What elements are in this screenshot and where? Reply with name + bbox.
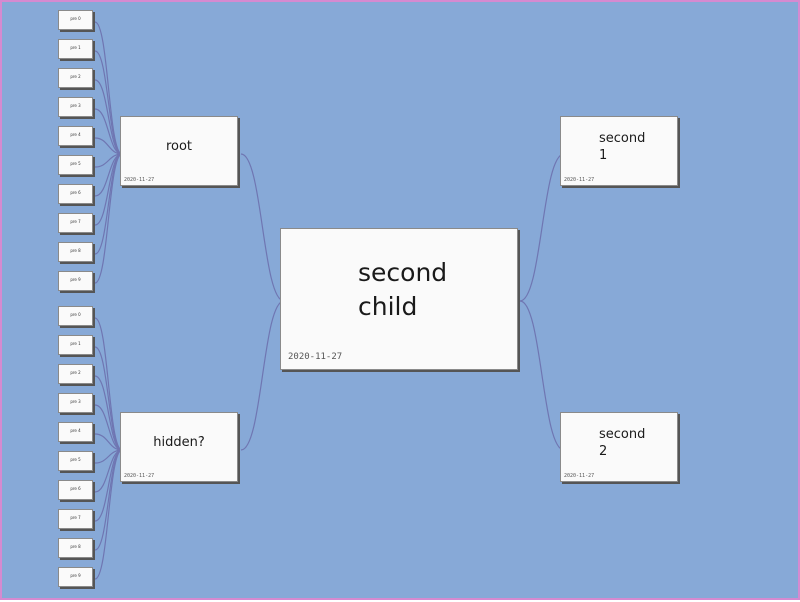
pre-node[interactable]: pre 5 [58, 451, 93, 471]
node-label: second child [358, 258, 448, 321]
pre-node[interactable]: pre 0 [58, 10, 93, 30]
edge-pre-to-parent [94, 449, 123, 580]
edge-pre-to-parent [94, 404, 123, 451]
pre-node-label: pre 3 [70, 103, 81, 108]
edge-pre-to-parent [94, 346, 123, 451]
node-label: root [165, 139, 193, 154]
edge-pre-to-parent [94, 50, 123, 155]
pre-node-label: pre 5 [70, 457, 81, 462]
edge-pre-to-parent [94, 317, 123, 451]
edge-pre-to-parent [94, 153, 123, 168]
pre-node-label: pre 0 [70, 16, 81, 21]
pre-node[interactable]: pre 5 [58, 155, 93, 175]
pre-node[interactable]: pre 4 [58, 422, 93, 442]
pre-node[interactable]: pre 2 [58, 68, 93, 88]
edge-center-to-second2 [519, 300, 565, 451]
pre-node-label: pre 1 [70, 45, 81, 50]
pre-node-label: pre 5 [70, 161, 81, 166]
edge-pre-to-parent [94, 153, 123, 284]
pre-node-label: pre 7 [70, 515, 81, 520]
pre-node[interactable]: pre 8 [58, 538, 93, 558]
pre-node[interactable]: pre 3 [58, 393, 93, 413]
edge-pre-to-parent [94, 449, 123, 522]
pre-node-label: pre 4 [70, 428, 81, 433]
pre-node-label: pre 4 [70, 132, 81, 137]
node-second-2[interactable]: second 2 2020-11-27 [560, 412, 678, 482]
node-date: 2020-11-27 [288, 352, 343, 362]
pre-node-label: pre 6 [70, 190, 81, 195]
node-label: second 2 [599, 427, 646, 459]
node-root[interactable]: root 2020-11-27 [120, 116, 238, 186]
pre-node-label: pre 8 [70, 544, 81, 549]
pre-node[interactable]: pre 0 [58, 306, 93, 326]
pre-node-label: pre 7 [70, 219, 81, 224]
edge-pre-to-parent [94, 449, 123, 464]
edge-pre-to-parent [94, 137, 123, 155]
edge-hidden-to-center [240, 300, 285, 451]
edge-pre-to-parent [94, 449, 123, 493]
edge-pre-to-parent [94, 108, 123, 155]
pre-node[interactable]: pre 3 [58, 97, 93, 117]
pre-node[interactable]: pre 9 [58, 567, 93, 587]
node-date: 2020-11-27 [564, 177, 595, 183]
node-label: hidden? [153, 435, 205, 450]
pre-node[interactable]: pre 6 [58, 480, 93, 500]
pre-node-label: pre 8 [70, 248, 81, 253]
pre-node-label: pre 2 [70, 370, 81, 375]
pre-node-label: pre 9 [70, 277, 81, 282]
edge-center-to-second1 [519, 153, 565, 302]
pre-node-label: pre 1 [70, 341, 81, 346]
pre-node[interactable]: pre 1 [58, 39, 93, 59]
pre-node-label: pre 6 [70, 486, 81, 491]
edge-pre-to-parent [94, 153, 123, 255]
edge-pre-to-parent [94, 153, 123, 197]
node-date: 2020-11-27 [124, 177, 155, 183]
pre-node[interactable]: pre 1 [58, 335, 93, 355]
pre-node[interactable]: pre 2 [58, 364, 93, 384]
pre-node-label: pre 0 [70, 312, 81, 317]
edge-pre-to-parent [94, 433, 123, 451]
pre-node[interactable]: pre 4 [58, 126, 93, 146]
pre-node[interactable]: pre 8 [58, 242, 93, 262]
edge-pre-to-parent [94, 153, 123, 226]
node-second-child[interactable]: second child 2020-11-27 [280, 228, 518, 370]
node-hidden[interactable]: hidden? 2020-11-27 [120, 412, 238, 482]
pre-node[interactable]: pre 7 [58, 213, 93, 233]
edge-pre-to-parent [94, 79, 123, 155]
edge-pre-to-parent [94, 21, 123, 155]
node-second-1[interactable]: second 1 2020-11-27 [560, 116, 678, 186]
pre-node-label: pre 3 [70, 399, 81, 404]
edge-pre-to-parent [94, 449, 123, 551]
pre-node[interactable]: pre 6 [58, 184, 93, 204]
edge-pre-to-parent [94, 375, 123, 451]
pre-node-label: pre 9 [70, 573, 81, 578]
node-date: 2020-11-27 [124, 473, 155, 479]
pre-node[interactable]: pre 9 [58, 271, 93, 291]
pre-node[interactable]: pre 7 [58, 509, 93, 529]
pre-node-label: pre 2 [70, 74, 81, 79]
node-date: 2020-11-27 [564, 473, 595, 479]
node-label: second 1 [599, 131, 646, 163]
edge-root-to-center [240, 153, 285, 302]
